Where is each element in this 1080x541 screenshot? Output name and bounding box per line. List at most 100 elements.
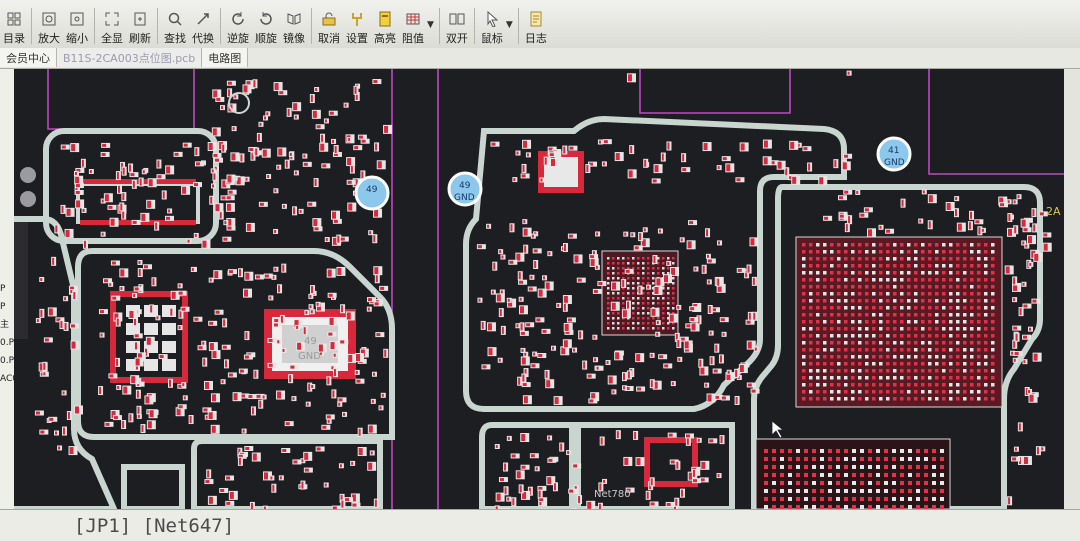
pad — [851, 327, 855, 331]
pad — [1016, 334, 1018, 341]
pad — [548, 436, 550, 439]
mouse-cursor-icon — [772, 421, 783, 438]
pad — [956, 390, 960, 394]
sidebar-item[interactable]: P — [0, 283, 14, 295]
pad — [893, 271, 897, 275]
pad — [662, 267, 665, 270]
tab-schematic[interactable]: 电路图 — [202, 48, 248, 67]
pad — [802, 271, 806, 275]
sidebar-item[interactable]: 主 — [0, 319, 14, 331]
pad — [563, 147, 565, 154]
chevron-down-icon[interactable]: ▼ — [427, 20, 434, 30]
pcb-drawing[interactable]: 49 49 GND 41 GND 49 GND Net780 2A — [14, 69, 1064, 509]
pad — [1013, 341, 1015, 348]
toolbar-button-fit[interactable]: 全显 — [98, 4, 126, 48]
pad — [991, 320, 995, 324]
pad — [802, 320, 806, 324]
pad — [804, 457, 808, 461]
pad — [837, 271, 841, 275]
toolbar-button-settings[interactable]: 设置 — [343, 4, 371, 48]
pad — [879, 369, 883, 373]
pad — [879, 285, 883, 289]
pad — [977, 341, 981, 345]
pad — [290, 153, 292, 156]
toolbar-button-highlight[interactable]: 高亮 — [371, 4, 399, 48]
pad — [698, 439, 700, 442]
pad — [921, 390, 925, 394]
pad — [851, 383, 855, 387]
pad — [569, 490, 573, 493]
pad — [135, 342, 137, 349]
pad — [851, 320, 855, 324]
pad — [667, 297, 670, 300]
toolbar-button-log[interactable]: 日志 — [522, 4, 550, 48]
pad — [534, 261, 536, 268]
toolbar-button-mirror[interactable]: 镜像 — [280, 4, 308, 48]
tab-member-center[interactable]: 会员中心 — [0, 48, 57, 67]
pad — [865, 257, 869, 261]
pad — [340, 340, 344, 343]
pad — [837, 285, 841, 289]
pad — [102, 144, 106, 147]
pad — [872, 243, 876, 247]
pad — [1023, 283, 1025, 286]
pad — [844, 449, 848, 453]
pad — [858, 299, 862, 303]
tab-pcb-file[interactable]: B11S-2CA003点位图.pcb — [57, 48, 202, 67]
pad — [865, 313, 869, 317]
pad — [928, 271, 932, 275]
pad — [830, 271, 834, 275]
sidebar-item[interactable]: P — [0, 301, 14, 313]
sidebar-item[interactable]: AC0 — [0, 373, 14, 385]
pad — [865, 264, 869, 268]
toolbar-button-catalog[interactable]: 目录 — [0, 4, 28, 48]
pad — [949, 334, 953, 338]
pad — [156, 316, 158, 319]
pad — [753, 278, 755, 285]
pcb-canvas[interactable]: 49 49 GND 41 GND 49 GND Net780 2A — [14, 69, 1064, 509]
pad — [963, 278, 967, 282]
pad — [352, 504, 356, 507]
toolbar-button-rotate-ccw[interactable]: 逆旋 — [224, 4, 252, 48]
pad — [914, 271, 918, 275]
pad — [851, 369, 855, 373]
toolbar-button-replace[interactable]: 代换 — [189, 4, 217, 48]
pad — [616, 153, 620, 160]
pad — [984, 299, 988, 303]
toolbar-button-zoom-in[interactable]: 放大 — [35, 4, 63, 48]
pad — [942, 243, 946, 247]
pad — [295, 116, 297, 119]
pad — [809, 306, 813, 310]
pad — [706, 229, 708, 236]
pad — [245, 273, 249, 280]
pad — [900, 481, 904, 485]
pad — [118, 186, 120, 193]
sidebar-item[interactable]: 0.P — [0, 355, 14, 367]
test-point-label: 41 — [888, 146, 899, 156]
pad — [823, 243, 827, 247]
toolbar-button-dual-open[interactable]: 双开 — [443, 4, 471, 48]
toolbar-button-search[interactable]: 查找 — [161, 4, 189, 48]
pad — [755, 348, 757, 351]
toolbar-button-mouse[interactable]: 鼠标 — [478, 4, 506, 48]
pad — [138, 407, 140, 414]
pad — [886, 355, 890, 359]
vertical-scrollbar[interactable] — [1064, 69, 1080, 509]
sidebar-item[interactable]: 0.P — [0, 337, 14, 349]
pad — [879, 397, 883, 401]
toolbar-button-resistance[interactable]: 阻值 — [399, 4, 427, 48]
pad — [594, 358, 596, 361]
pad — [356, 354, 360, 361]
pad — [223, 319, 225, 326]
pad — [848, 216, 850, 223]
pad — [478, 245, 482, 248]
toolbar-button-refresh[interactable]: 刷新 — [126, 4, 154, 48]
pad — [612, 272, 615, 275]
pad — [274, 268, 276, 271]
pad — [949, 271, 953, 275]
chevron-down-icon[interactable]: ▼ — [506, 20, 513, 30]
pad — [177, 408, 181, 415]
toolbar-button-rotate-cw[interactable]: 顺旋 — [252, 4, 280, 48]
toolbar-button-cancel[interactable]: 取消 — [315, 4, 343, 48]
toolbar-button-zoom-out[interactable]: 缩小 — [63, 4, 91, 48]
